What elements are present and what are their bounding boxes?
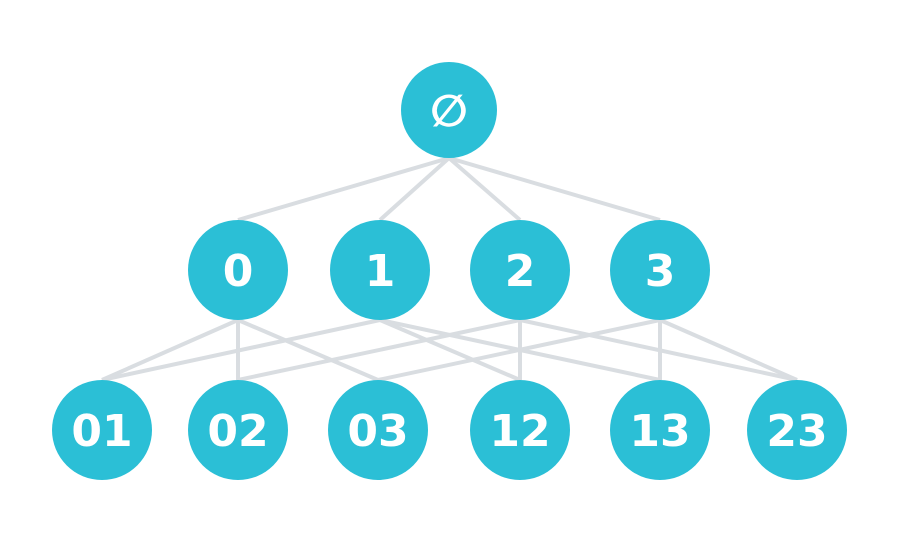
- node-circle-03: [328, 380, 428, 480]
- edge-empty-set-2: [447, 156, 522, 222]
- node-01: 01: [52, 380, 152, 480]
- node-0: 0: [188, 220, 288, 320]
- node-circle-12: [470, 380, 570, 480]
- node-3: 3: [610, 220, 710, 320]
- node-circle-2: [470, 220, 570, 320]
- edge-empty-set-3: [448, 156, 661, 222]
- node-circle-3: [610, 220, 710, 320]
- node-circle-01: [52, 380, 152, 480]
- node-03: 03: [328, 380, 428, 480]
- node-circle-13: [610, 380, 710, 480]
- node-empty-set: ∅: [401, 62, 497, 158]
- node-12: 12: [470, 380, 570, 480]
- edge-3-23: [659, 318, 798, 382]
- edge-0-03: [237, 318, 379, 382]
- edge-2-02: [237, 318, 521, 382]
- node-02: 02: [188, 380, 288, 480]
- node-circle-23: [747, 380, 847, 480]
- node-circle-02: [188, 380, 288, 480]
- node-1: 1: [330, 220, 430, 320]
- edge-3-03: [377, 318, 661, 382]
- edge-1-12: [379, 318, 521, 382]
- node-23: 23: [747, 380, 847, 480]
- edge-1-01: [101, 318, 381, 382]
- edge-0-01: [101, 318, 239, 382]
- edge-empty-set-0: [237, 156, 450, 222]
- node-13: 13: [610, 380, 710, 480]
- edge-empty-set-1: [378, 156, 451, 222]
- node-2: 2: [470, 220, 570, 320]
- node-circle-1: [330, 220, 430, 320]
- node-circle-0: [188, 220, 288, 320]
- node-circle-empty-set: [401, 62, 497, 158]
